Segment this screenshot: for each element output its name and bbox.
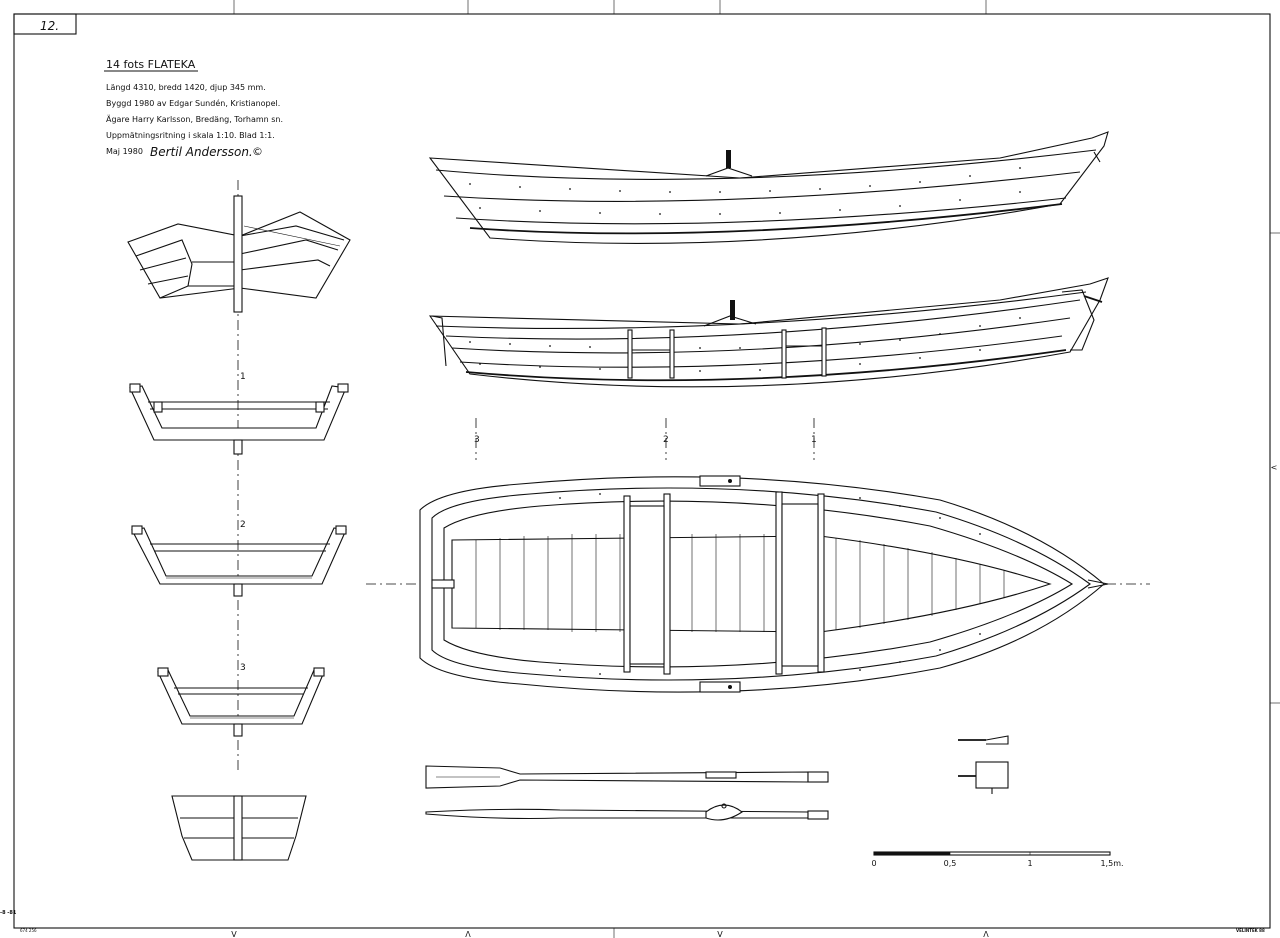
section-label-3: 3 [240, 663, 246, 673]
section-label-1: 1 [240, 372, 246, 382]
station-label-1: 1 [811, 435, 817, 445]
sheet-frame [13, 13, 1271, 929]
scale-tick-15: 1,5m. [1100, 859, 1123, 868]
edge-mark-3: V [717, 930, 723, 938]
station-label-3: 3 [474, 435, 480, 445]
scale-tick-05: 0,5 [944, 859, 957, 868]
section-3: 3 [157, 663, 325, 737]
info-line-builder: Byggd 1980 av Edgar Sundén, Kristianopel… [106, 98, 280, 108]
scale-bar: 0 0,5 1 1,5m. [871, 851, 1124, 868]
section-2: 2 [131, 520, 347, 597]
outboard-profile [428, 131, 1109, 244]
info-line-date: Maj 1980 [106, 147, 143, 156]
frame-ticks [233, 0, 1280, 938]
scale-tick-1: 1 [1027, 859, 1032, 868]
station-markers: 3 2 1 [474, 418, 817, 460]
section-label-2: 2 [240, 520, 246, 530]
edge-mark-2: Λ [465, 930, 471, 938]
edge-mark-5: < [1271, 463, 1278, 472]
oarlock-detail [958, 735, 1009, 794]
inboard-profile [428, 277, 1109, 388]
edge-marks: V Λ V Λ < [231, 463, 1277, 938]
station-label-2: 2 [663, 435, 669, 445]
sheet-number: 12. [40, 19, 59, 33]
edge-mark-1: V [231, 930, 237, 938]
sheet-number-box [13, 13, 77, 35]
info-line-scale: Uppmätningsritning i skala 1:10. Blad 1:… [106, 131, 275, 140]
signature: Bertil Andersson. [150, 145, 253, 159]
info-line-dimensions: Längd 4310, bredd 1420, djup 345 mm. [106, 83, 266, 92]
info-line-owner: Ägare Harry Karlsson, Bredäng, Torhamn s… [106, 114, 283, 124]
copyright-mark: © [252, 145, 263, 158]
plan-view [366, 475, 1150, 693]
bottom-left-code: 674 256 [20, 928, 37, 933]
oar-side-view [425, 803, 829, 821]
end-view [127, 195, 351, 313]
oar-blade-view [425, 765, 829, 789]
left-edge-code: -8 -81 [0, 910, 17, 916]
bottom-right-code: VELINTEK 88 [1236, 928, 1265, 933]
section-1: 1 [129, 372, 349, 455]
edge-mark-4: Λ [983, 930, 989, 938]
stern-transom-view [171, 795, 307, 861]
drawing-title: 14 fots FLATEKA [106, 58, 196, 71]
scale-tick-0: 0 [871, 859, 876, 868]
